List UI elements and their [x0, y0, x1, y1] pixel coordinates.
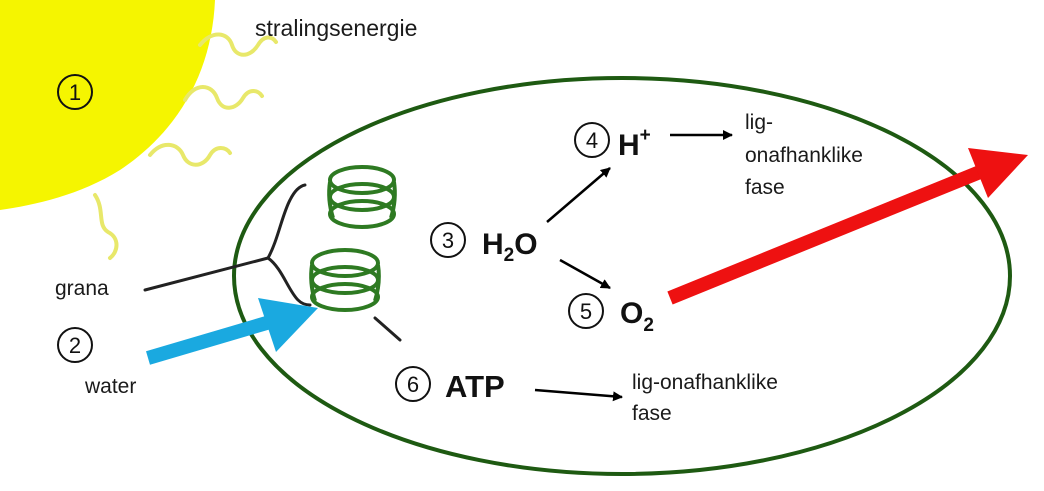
- svg-text:fase: fase: [632, 402, 672, 425]
- svg-text:onafhanklike: onafhanklike: [745, 144, 863, 167]
- atp-label: ATP: [445, 369, 505, 404]
- circled-number-2: 2: [57, 327, 93, 363]
- svg-text:fase: fase: [745, 176, 785, 199]
- light-independent-phase-bottom: lig-onafhanklike fase: [632, 371, 778, 425]
- circled-number-4: 4: [574, 122, 610, 158]
- svg-text:3: 3: [442, 228, 454, 253]
- svg-text:1: 1: [69, 80, 81, 105]
- grana-stack-lower: [309, 248, 381, 312]
- radiant-energy-label: stralingsenergie: [255, 15, 417, 41]
- grana-pointer: [143, 183, 402, 342]
- svg-text:5: 5: [580, 299, 592, 324]
- circled-number-3: 3: [430, 222, 466, 258]
- sun-shape: [0, 0, 215, 210]
- hydrogen-ion-formula: H+: [618, 125, 651, 162]
- grana-label: grana: [55, 277, 109, 300]
- h2o-formula: H2O: [482, 228, 538, 266]
- chloroplast-outline: [232, 76, 1012, 476]
- oxygen-arrow: [667, 148, 1028, 305]
- svg-text:lig-: lig-: [745, 111, 773, 134]
- svg-text:2: 2: [69, 333, 81, 358]
- water-label: water: [84, 375, 136, 398]
- svg-text:lig-onafhanklike: lig-onafhanklike: [632, 371, 778, 394]
- oxygen-formula: O2: [620, 297, 654, 336]
- grana-stack-upper: [327, 165, 397, 229]
- reaction-arrows: [534, 130, 733, 402]
- water-arrow: [146, 298, 318, 365]
- circled-number-5: 5: [568, 293, 604, 329]
- light-independent-phase-top: lig- onafhanklike fase: [745, 111, 863, 199]
- circled-number-6: 6: [395, 366, 431, 402]
- svg-text:6: 6: [407, 372, 419, 397]
- sun-rays: [93, 32, 278, 260]
- circled-number-1: 1: [57, 74, 93, 110]
- svg-text:4: 4: [586, 128, 598, 153]
